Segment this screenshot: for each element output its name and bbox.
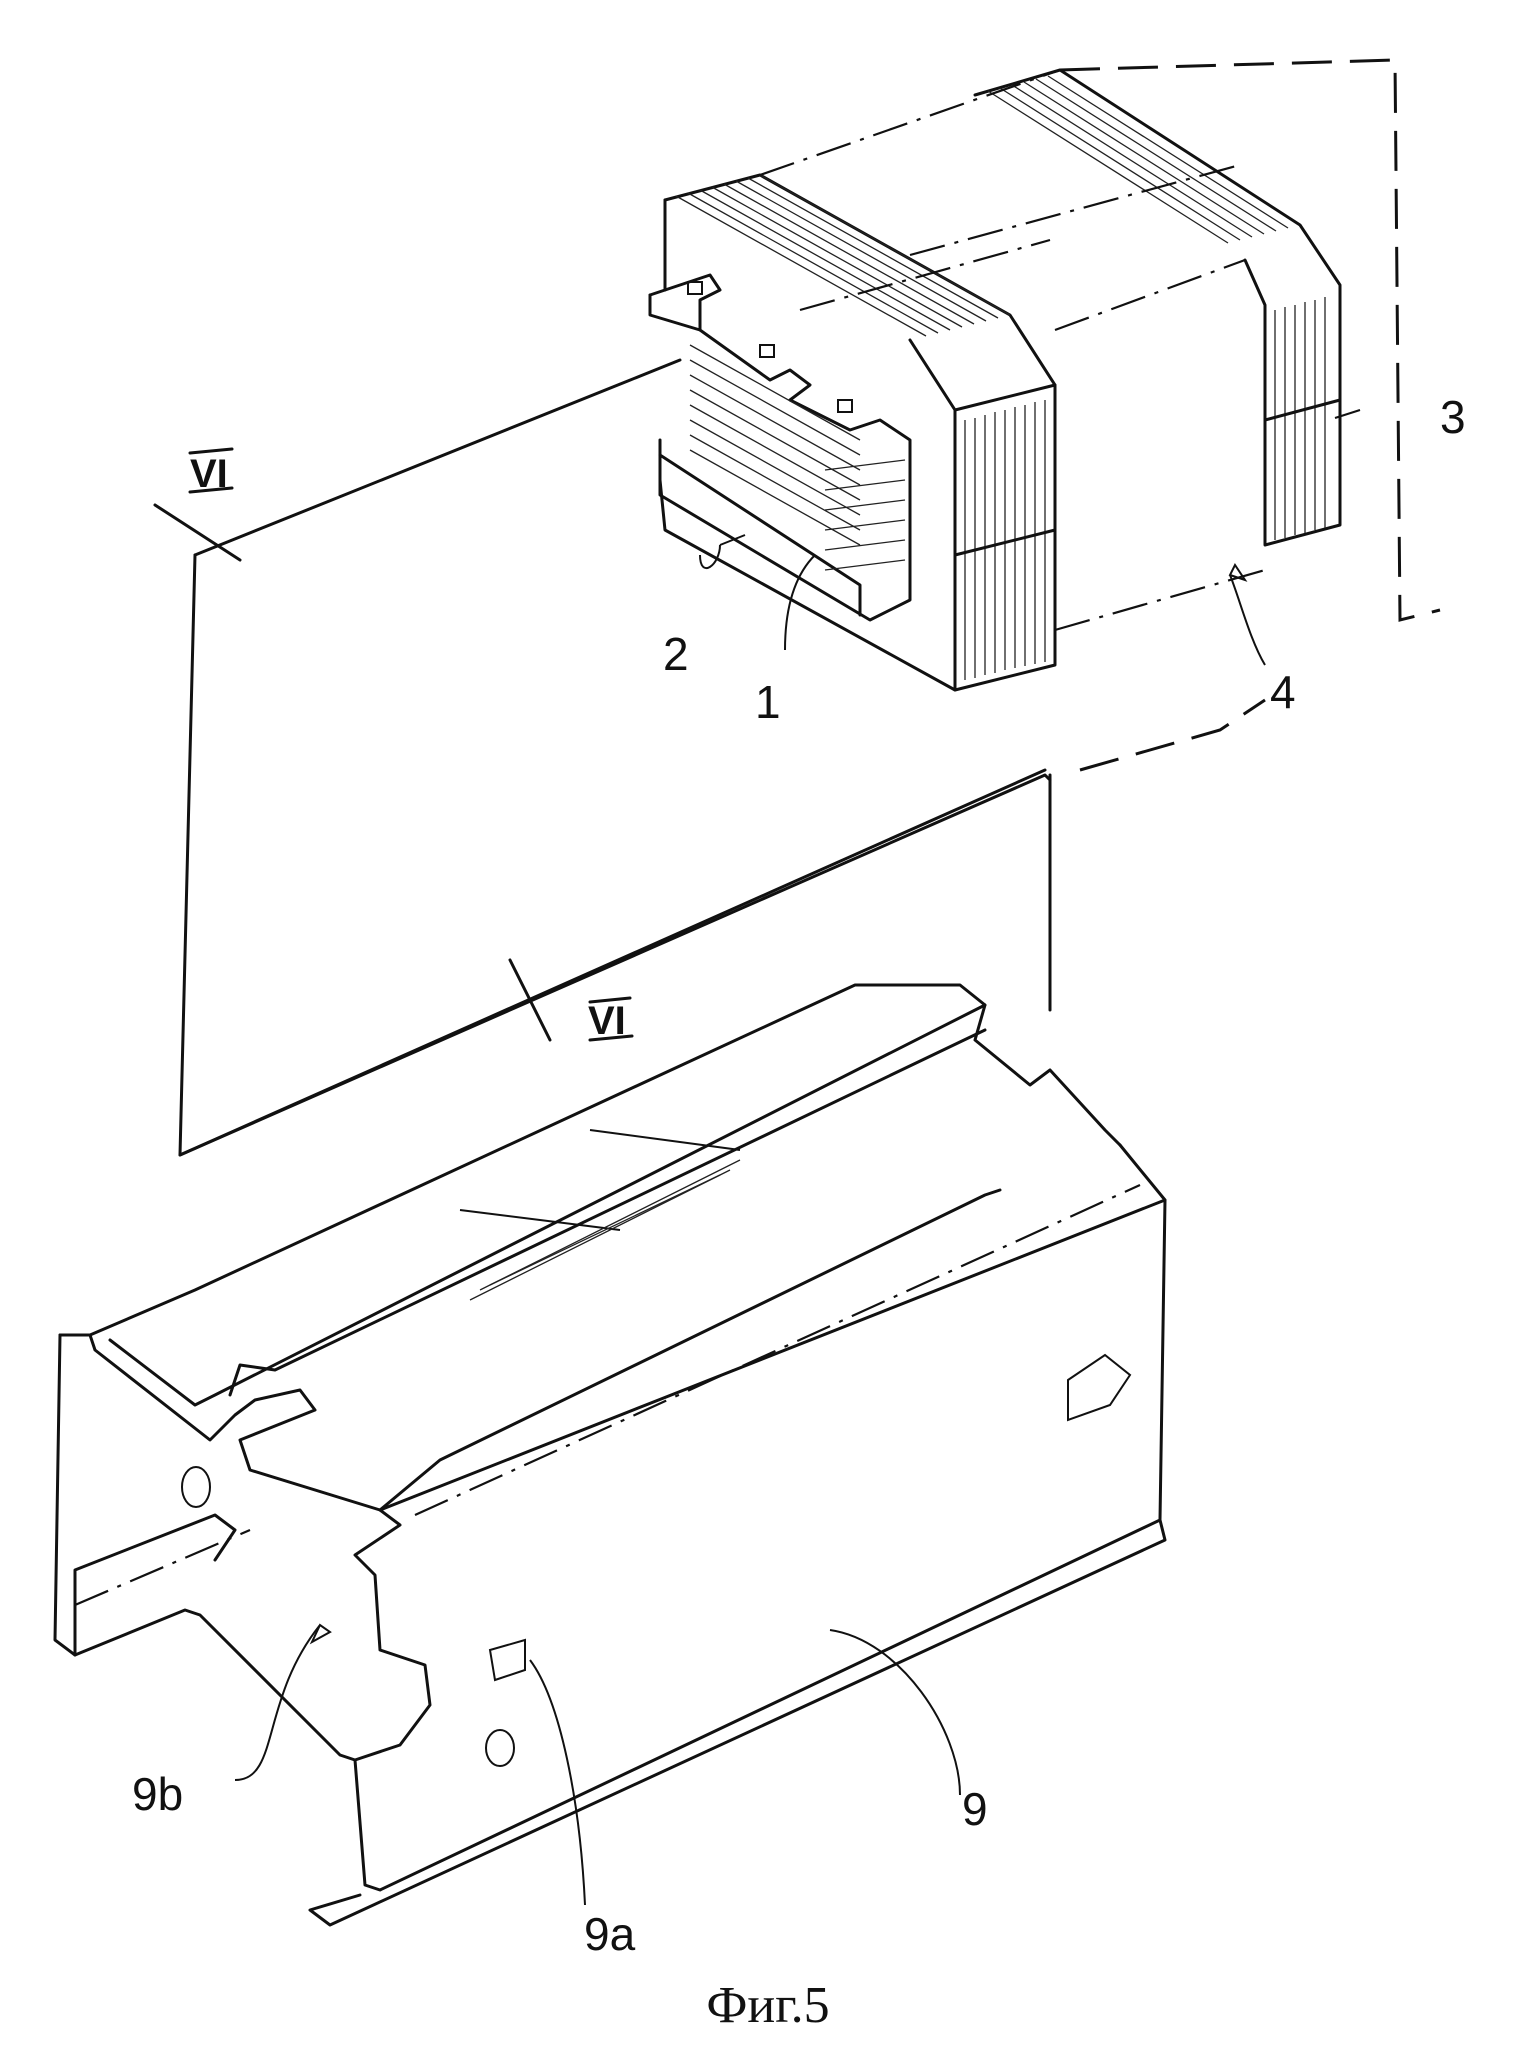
figure-caption: Фиг.5 [706,1977,829,2034]
housing [55,985,1165,1925]
transformer-assembly [650,60,1440,770]
label-housing: 9 [962,1783,988,1835]
label-slot: 9a [584,1908,636,1960]
leader-lines [235,410,1360,1905]
label-transformer: 4 [1270,666,1296,718]
coil-and-bobbin [650,275,910,620]
label-coil: 1 [755,676,781,728]
section-plane [155,360,1050,1230]
label-bobbin: 2 [663,628,689,680]
laminated-core-rear [975,70,1340,545]
label-core: 3 [1440,391,1466,443]
label-opening: 9b [132,1768,183,1820]
